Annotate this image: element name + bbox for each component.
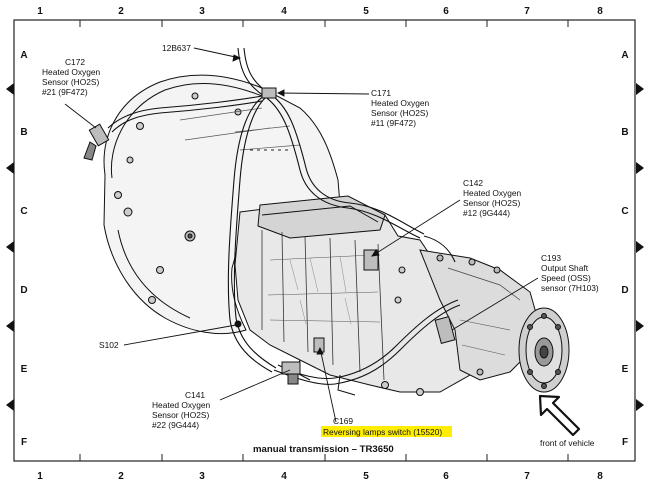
connectors bbox=[83, 87, 456, 385]
row-right-d: D bbox=[621, 285, 628, 296]
front-arrow: front of vehicle bbox=[538, 394, 595, 448]
col-top-5: 5 bbox=[363, 6, 369, 17]
c141-line-1: Heated Oxygen bbox=[152, 400, 211, 410]
row-left-f: F bbox=[21, 437, 27, 448]
col-bottom-7: 7 bbox=[524, 471, 530, 482]
column-ticks bbox=[79, 20, 569, 461]
col-bottom-3: 3 bbox=[199, 471, 205, 482]
row-left-d: D bbox=[20, 285, 27, 296]
row-left-c: C bbox=[20, 206, 27, 217]
callout-c193: C193 Output Shaft Speed (OSS) sensor (7H… bbox=[541, 253, 599, 293]
leader-lines bbox=[64, 47, 539, 423]
connector-c193 bbox=[434, 315, 456, 345]
col-top-4: 4 bbox=[281, 6, 287, 17]
c169-line-0: C169 bbox=[333, 416, 353, 426]
connector-c171 bbox=[261, 87, 277, 99]
front-label: front of vehicle bbox=[540, 438, 595, 448]
row-right-f: F bbox=[622, 437, 628, 448]
row-markers bbox=[6, 83, 644, 411]
col-bottom-5: 5 bbox=[363, 471, 369, 482]
c193-line-1: Output Shaft bbox=[541, 263, 589, 273]
c142-line-2: Sensor (HO2S) bbox=[463, 198, 520, 208]
s102-line-0: S102 bbox=[99, 340, 119, 350]
callout-12b637: 12B637 bbox=[162, 43, 191, 53]
row-right-c: C bbox=[621, 206, 628, 217]
callout-c142: C142 Heated Oxygen Sensor (HO2S) #12 (9G… bbox=[463, 178, 522, 218]
row-right-a: A bbox=[621, 50, 628, 61]
row-left-e: E bbox=[21, 364, 28, 375]
column-labels-bottom: 1 2 3 4 5 6 7 8 bbox=[37, 471, 603, 482]
col-bottom-4: 4 bbox=[281, 471, 287, 482]
row-left-b: B bbox=[20, 127, 27, 138]
callout-12b637-line-0: 12B637 bbox=[162, 43, 191, 53]
c171-line-0: C171 bbox=[371, 88, 391, 98]
col-top-6: 6 bbox=[443, 6, 449, 17]
c193-line-2: Speed (OSS) bbox=[541, 273, 591, 283]
callout-s102: S102 bbox=[99, 340, 119, 350]
callout-c141: C141 Heated Oxygen Sensor (HO2S) #22 (9G… bbox=[152, 390, 211, 430]
output-flange bbox=[518, 307, 570, 393]
c172-line-2: Sensor (HO2S) bbox=[42, 77, 99, 87]
c172-line-1: Heated Oxygen bbox=[42, 67, 101, 77]
c171-line-3: #11 (9F472) bbox=[371, 118, 416, 128]
row-right-b: B bbox=[621, 127, 628, 138]
c141-line-3: #22 (9G444) bbox=[152, 420, 199, 430]
col-bottom-1: 1 bbox=[37, 471, 43, 482]
c171-line-1: Heated Oxygen bbox=[371, 98, 430, 108]
c171-line-2: Sensor (HO2S) bbox=[371, 108, 428, 118]
diagram-caption: manual transmission – TR3650 bbox=[253, 444, 394, 455]
row-left-a: A bbox=[20, 50, 27, 61]
c193-line-0: C193 bbox=[541, 253, 561, 263]
col-top-3: 3 bbox=[199, 6, 205, 17]
c193-line-3: sensor (7H103) bbox=[541, 283, 599, 293]
front-arrow-icon bbox=[538, 394, 581, 437]
c142-line-0: C142 bbox=[463, 178, 483, 188]
col-top-1: 1 bbox=[37, 6, 43, 17]
callout-c169: C169 Reversing lamps switch (15520) bbox=[321, 416, 452, 437]
c169-line-1: Reversing lamps switch (15520) bbox=[323, 427, 442, 437]
col-top-7: 7 bbox=[524, 6, 530, 17]
column-labels-top: 1 2 3 4 5 6 7 8 bbox=[37, 6, 603, 17]
c141-line-2: Sensor (HO2S) bbox=[152, 410, 209, 420]
c169-highlight bbox=[321, 426, 452, 437]
callout-c171: C171 Heated Oxygen Sensor (HO2S) #11 (9F… bbox=[371, 88, 430, 128]
splice-s102 bbox=[234, 320, 242, 328]
transmission-illustration bbox=[83, 47, 570, 396]
c172-line-0: C172 bbox=[65, 57, 85, 67]
row-right-e: E bbox=[622, 364, 629, 375]
col-top-8: 8 bbox=[597, 6, 603, 17]
row-labels: A B C D E F A B C D E F bbox=[20, 50, 628, 448]
c142-line-3: #12 (9G444) bbox=[463, 208, 510, 218]
col-top-2: 2 bbox=[118, 6, 124, 17]
col-bottom-8: 8 bbox=[597, 471, 603, 482]
col-bottom-2: 2 bbox=[118, 471, 124, 482]
wiring-harness bbox=[107, 47, 461, 385]
c142-line-1: Heated Oxygen bbox=[463, 188, 522, 198]
col-bottom-6: 6 bbox=[443, 471, 449, 482]
c172-line-3: #21 (9F472) bbox=[42, 87, 88, 97]
callout-c172: C172 Heated Oxygen Sensor (HO2S) #21 (9F… bbox=[42, 57, 101, 97]
c141-line-0: C141 bbox=[185, 390, 205, 400]
